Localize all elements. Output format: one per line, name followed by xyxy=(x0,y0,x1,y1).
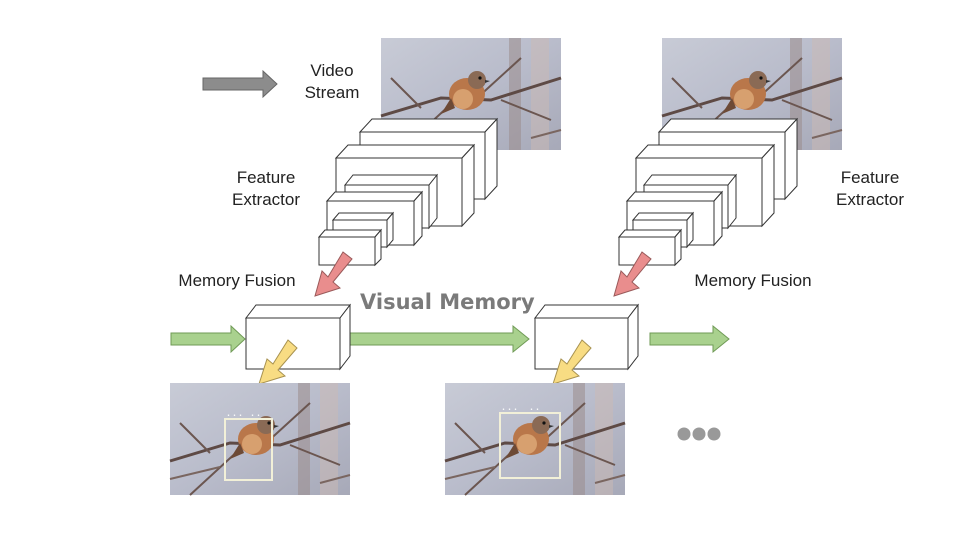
detection-score-left: • • xyxy=(251,413,260,419)
memory-output-arrow xyxy=(649,324,730,354)
ellipsis-icon xyxy=(677,427,721,441)
output-arrow-left xyxy=(258,339,298,385)
fusion-arrow-left xyxy=(314,251,353,297)
video-stream-arrow xyxy=(202,69,278,99)
detection-box-left xyxy=(224,418,273,481)
memory-transfer-arrow xyxy=(344,324,530,354)
feature-extractor-left xyxy=(317,117,499,267)
detection-label-left: • • • xyxy=(227,413,242,419)
output-frame-left xyxy=(168,381,352,497)
visual-memory-label: Visual Memory xyxy=(360,290,535,314)
memory-fusion-label-left: Memory Fusion xyxy=(178,271,296,290)
memory-module-left xyxy=(244,303,352,371)
feature-extractor-right xyxy=(617,117,799,267)
video-stream-label: Video Stream xyxy=(304,61,360,102)
detection-box-right xyxy=(499,412,561,479)
feature-extractor-label-left: Feature Extractor xyxy=(231,168,301,209)
feature-extractor-label-right: Feature Extractor xyxy=(835,168,905,209)
memory-input-arrow xyxy=(170,324,246,354)
detection-label-right: • • • xyxy=(502,407,517,413)
output-arrow-right xyxy=(552,339,592,385)
fusion-arrow-right xyxy=(613,251,652,297)
memory-module-right xyxy=(533,303,640,371)
detection-score-right: • • xyxy=(530,407,539,413)
memory-fusion-label-right: Memory Fusion xyxy=(694,271,812,290)
